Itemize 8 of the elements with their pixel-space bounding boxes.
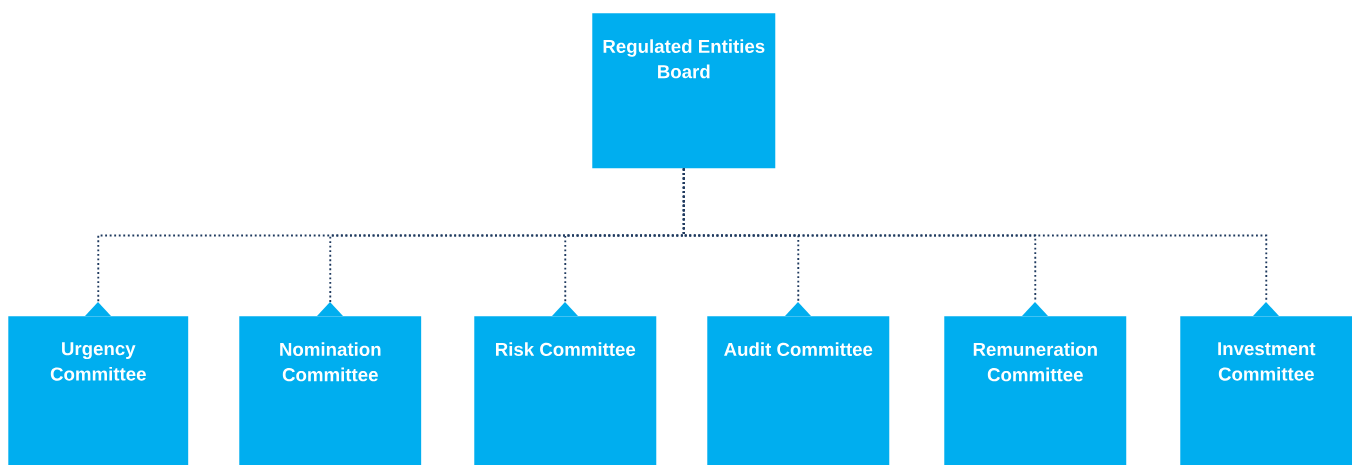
org-box: Risk Committee: [474, 302, 657, 465]
org-box: Remuneration Committee: [944, 302, 1127, 465]
org-box: Urgency Committee: [8, 302, 189, 465]
org-box: Nomination Committee: [239, 302, 422, 465]
org-box: Investment Committee: [1180, 302, 1352, 465]
org-box: Audit Committee: [707, 302, 890, 465]
org-box: Regulated Entities Board: [592, 13, 776, 169]
connector: [682, 167, 1268, 303]
